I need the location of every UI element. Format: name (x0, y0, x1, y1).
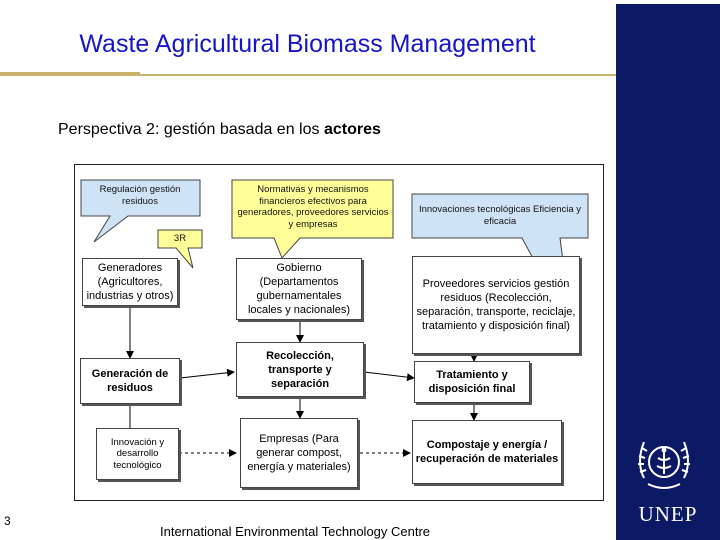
slide-title: Waste Agricultural Biomass Management (79, 30, 536, 58)
innovation-callout-text: Innovaciones tecnológicas Eficiencia y e… (418, 204, 582, 227)
page-number: 3 (4, 514, 11, 528)
financing-callout-text: Normativas y mecanismos financieros efec… (237, 184, 389, 230)
arrow-collection-to-treatment (363, 371, 415, 382)
diagram-frame (74, 164, 604, 501)
box-compost-energy: Compostaje y energía / recuperación de m… (412, 420, 562, 484)
slide-subtitle: Perspectiva 2: gestión basada en los act… (58, 121, 381, 139)
tag-3r-callout (157, 229, 203, 269)
box-waste-generation: Generación de residuos (80, 358, 180, 404)
subtitle-text: Perspectiva 2: gestión basada en los (58, 121, 324, 138)
footer-text: International Environmental Technology C… (160, 524, 431, 539)
regulation-callout-text: Regulación gestión residuos (99, 184, 181, 207)
box-treatment: Tratamiento y disposición final (414, 361, 530, 403)
regulation-callout (80, 179, 201, 243)
unep-brand-label: UNEP (638, 502, 698, 526)
box-government: Gobierno (Departamentos gubernamentales … (236, 258, 362, 320)
box-collection: Recolección, transporte y separación (236, 342, 364, 397)
box-providers: Proveedores servicios gestión residuos (… (412, 256, 580, 354)
financing-callout (231, 179, 394, 259)
box-generators: Generadores (Agricultores, industrias y … (82, 258, 178, 306)
unep-laurel-logo-icon (638, 441, 690, 489)
arrow-generation-to-collection (179, 368, 235, 379)
subtitle-bold-word: actores (323, 121, 381, 138)
box-companies: Empresas (Para generar compost, energía … (240, 418, 358, 488)
box-innovation-development: Innovación y desarrollo tecnológico (96, 428, 179, 480)
tag-3r-text: 3R (173, 233, 187, 244)
title-rule (0, 74, 616, 76)
sidebar-band (616, 4, 720, 540)
